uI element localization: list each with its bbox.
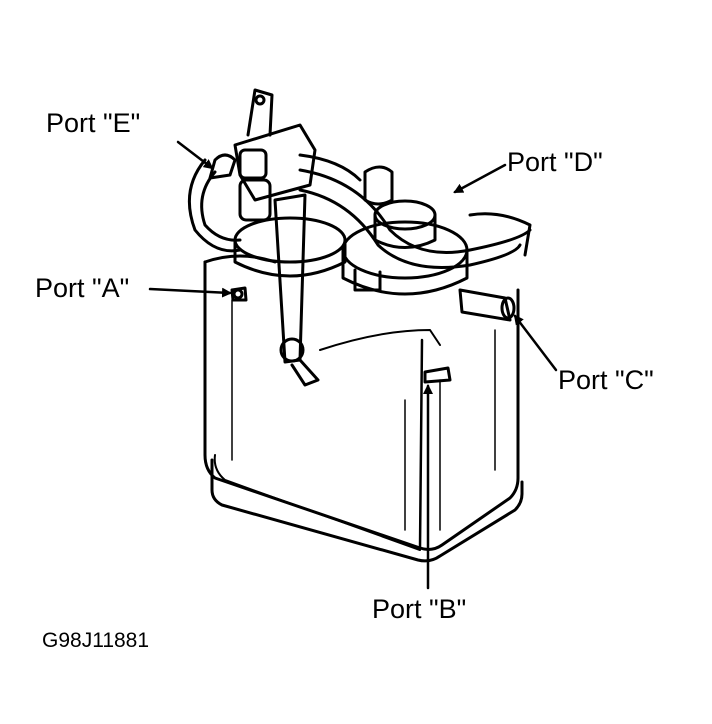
- label-port-d: Port "D": [507, 147, 603, 177]
- arrow-port-d: [453, 163, 507, 194]
- label-port-a: Port "A": [35, 273, 130, 303]
- mounting-bracket: [273, 193, 320, 387]
- hoses: [187, 153, 532, 384]
- figure-id: G98J11881: [42, 629, 150, 652]
- label-port-e: Port "E": [46, 108, 141, 138]
- label-port-c: Port "C": [558, 365, 654, 395]
- purge-valve-housing: [341, 165, 469, 296]
- solenoid-housing: [233, 88, 347, 278]
- canister-body: [203, 254, 524, 563]
- arrow-port-a: [148, 287, 232, 298]
- arrow-port-c: [513, 314, 558, 372]
- arrow-port-e: [176, 140, 214, 170]
- label-port-b: Port "B": [372, 594, 467, 624]
